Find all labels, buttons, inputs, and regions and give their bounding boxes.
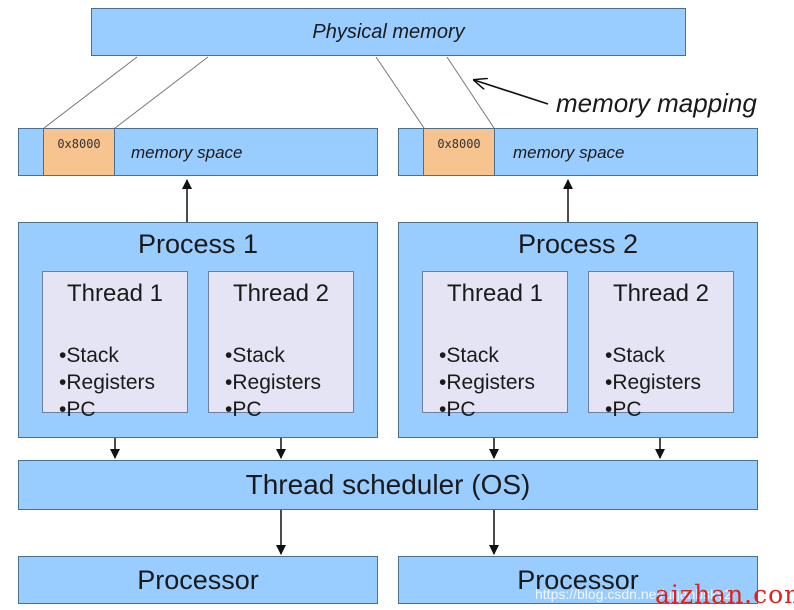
thread-contents: •Stack •Registers •PC	[225, 342, 321, 423]
memory-space-2: 0x8000 memory space	[398, 128, 758, 176]
address-block: 0x8000	[43, 129, 115, 175]
processor-label: Processor	[137, 564, 259, 595]
thread-item-registers: •Registers	[439, 371, 536, 394]
thread-scheduler-label: Thread scheduler (OS)	[245, 469, 531, 500]
thread-contents: •Stack •Registers •PC	[439, 342, 535, 423]
process-1-box: Process 1 Thread 1 •Stack •Registers •PC…	[18, 222, 378, 438]
thread-item-pc: •PC	[439, 398, 476, 421]
thread-box: Thread 2 •Stack •Registers •PC	[208, 271, 354, 421]
process-title: Process 2	[517, 229, 639, 259]
address-block: 0x8000	[423, 129, 495, 175]
thread-box: Thread 1 •Stack •Registers •PC	[422, 271, 568, 421]
thread-item-stack: •Stack	[59, 344, 119, 367]
processor-label: Processor	[517, 564, 639, 595]
thread-item-pc: •PC	[59, 398, 96, 421]
memory-space-1: 0x8000 memory space	[18, 128, 378, 176]
thread-box: Thread 2 •Stack •Registers •PC	[588, 271, 734, 421]
mapping-line	[114, 56, 209, 129]
thread-box: Thread 1 •Stack •Registers •PC	[42, 271, 188, 421]
thread-title: Thread 1	[446, 280, 544, 307]
thread-item-registers: •Registers	[225, 371, 322, 394]
thread-item-stack: •Stack	[439, 344, 499, 367]
memory-space-label: memory space	[131, 143, 243, 162]
thread-item-stack: •Stack	[605, 344, 665, 367]
thread-item-stack: •Stack	[225, 344, 285, 367]
thread-item-registers: •Registers	[605, 371, 702, 394]
memory-space-label: memory space	[513, 143, 625, 162]
mapping-line	[43, 56, 138, 129]
thread-title: Thread 2	[232, 280, 330, 307]
physical-memory-box: Physical memory	[91, 8, 686, 56]
physical-memory-label: Physical memory	[312, 20, 465, 43]
process-title: Process 1	[137, 229, 259, 259]
processor-2-box: Processor	[398, 556, 758, 604]
watermark-url: https://blog.csdn.net/urjanbsky2	[535, 586, 732, 602]
memory-mapping-label: memory mapping	[556, 88, 757, 118]
mapping-line	[446, 56, 495, 129]
processor-1-box: Processor	[18, 556, 378, 604]
thread-item-pc: •PC	[225, 398, 262, 421]
thread-title: Thread 2	[612, 280, 710, 307]
mapping-line	[375, 56, 425, 129]
watermark-site: aizhan.com	[655, 580, 794, 609]
memory-mapping-arrow	[474, 80, 549, 105]
thread-contents: •Stack •Registers •PC	[605, 342, 701, 423]
thread-item-pc: •PC	[605, 398, 642, 421]
process-2-box: Process 2 Thread 1 •Stack •Registers •PC…	[398, 222, 758, 438]
thread-scheduler-box: Thread scheduler (OS)	[18, 460, 758, 510]
thread-item-registers: •Registers	[59, 371, 156, 394]
thread-contents: •Stack •Registers •PC	[59, 342, 155, 423]
thread-title: Thread 1	[66, 280, 164, 307]
